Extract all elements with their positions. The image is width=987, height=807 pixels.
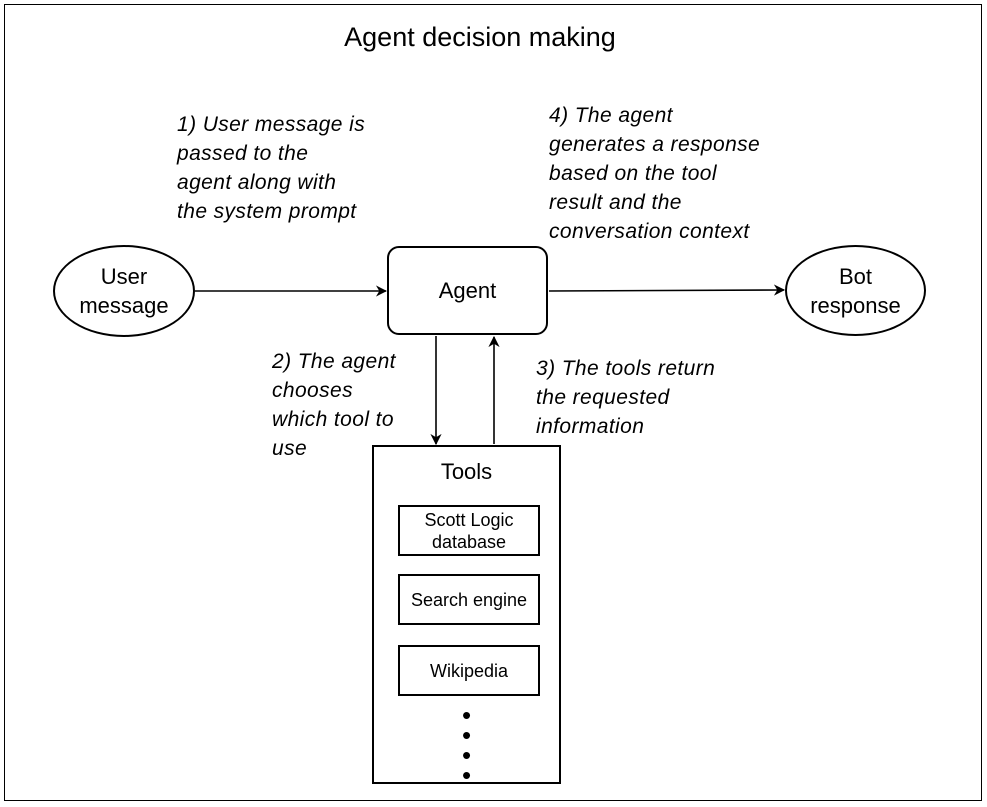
bot-response-line-1: Bot [838, 263, 873, 289]
step-1-note: 1) User message is passed to the agent a… [177, 113, 366, 223]
agent-label: Agent [438, 277, 497, 303]
bot-response-node: Bot response [785, 245, 926, 336]
tool-wikipedia: Wikipedia [398, 645, 540, 696]
tool-scott-logic-database: Scott Logic database [398, 505, 540, 556]
diagram-frame [4, 4, 982, 801]
tool-search-engine: Search engine [398, 574, 540, 625]
more-tools-ellipsis: • • • • [374, 700, 559, 790]
step-3-note: 3) The tools return the requested inform… [536, 357, 716, 438]
ellipsis-dot: • [461, 740, 472, 770]
ellipsis-dot: • [461, 760, 472, 790]
agent-node: Agent [387, 246, 548, 335]
user-message-line-2: message [79, 293, 169, 318]
arrow-agent-to-bot [548, 284, 786, 296]
ellipsis-dot: • [461, 700, 472, 730]
step-2-note: 2) The agent chooses which tool to use [272, 350, 396, 460]
user-message-node: User message [53, 245, 195, 337]
tools-container: Tools Scott Logic database Search engine… [372, 445, 561, 790]
step-4-note: 4) The agent generates a response based … [549, 104, 761, 243]
ellipsis-dot: • [461, 720, 472, 750]
user-message-line-1: User [100, 264, 148, 289]
diagram-title: Agent decision making [344, 22, 616, 52]
tools-title: Tools [440, 459, 493, 484]
bot-response-line-2: response [810, 292, 901, 318]
